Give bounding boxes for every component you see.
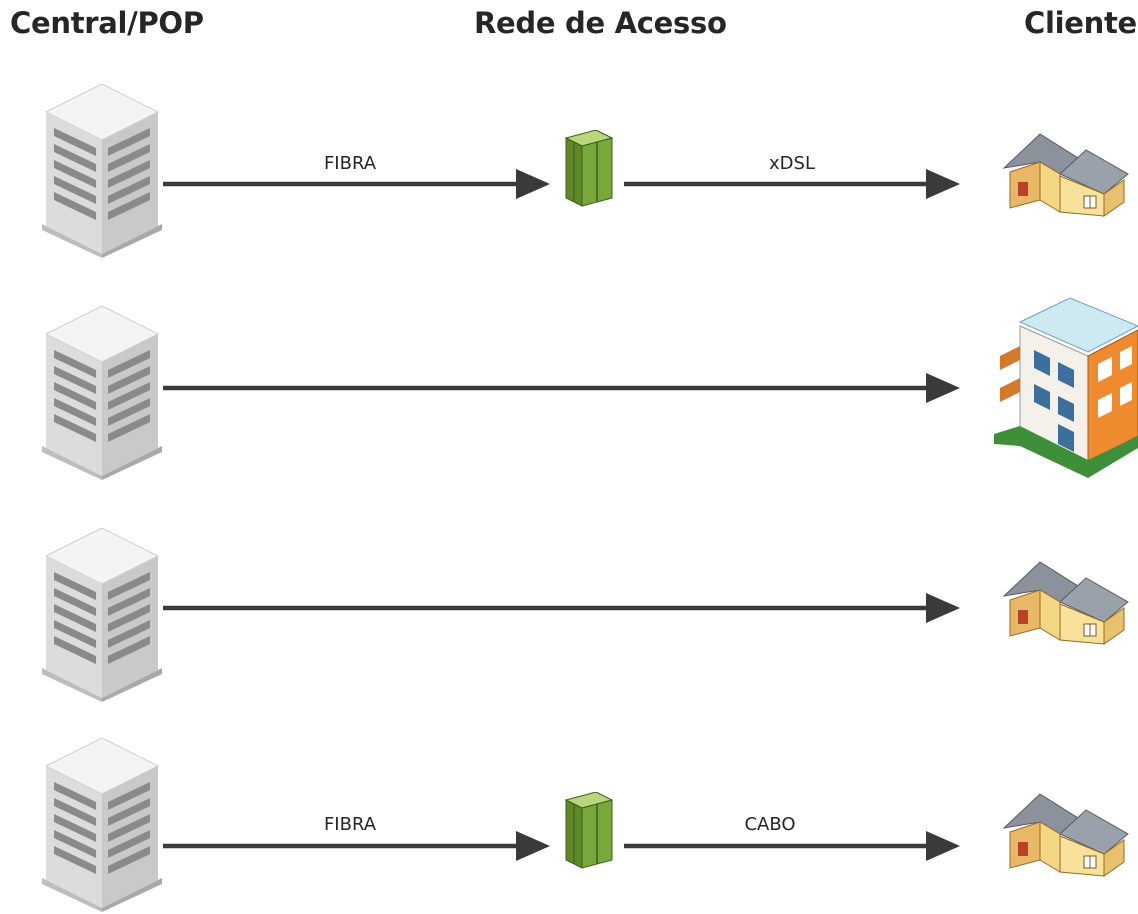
street-cabinet-icon: [564, 792, 614, 869]
house-icon: [1002, 133, 1129, 217]
row1-link1-label: FIBRA: [323, 153, 377, 174]
central-office-building-icon: [42, 528, 162, 702]
row4-link2-label: CABO: [744, 814, 796, 835]
house-icon: [1002, 793, 1129, 877]
central-office-building-icon: [42, 738, 162, 912]
central-office-building-icon: [42, 306, 162, 480]
arrow-central-to-cabinet: [163, 831, 550, 861]
header-client: Cliente: [1024, 6, 1137, 40]
row1-link2-label: xDSL: [769, 153, 815, 174]
arrow-cabinet-to-client: [624, 169, 960, 199]
central-office-building-icon: [42, 84, 162, 258]
header-access-network: Rede de Acesso: [474, 6, 727, 40]
row4-link1-label: FIBRA: [323, 814, 377, 835]
apartment-building-icon: [994, 297, 1138, 478]
header-central-pop: Central/POP: [10, 6, 204, 40]
house-icon: [1002, 561, 1129, 645]
arrow-central-to-client: [163, 373, 960, 403]
street-cabinet-icon: [564, 130, 614, 207]
arrow-cabinet-to-client: [624, 831, 960, 861]
arrow-central-to-client: [163, 593, 960, 623]
arrow-central-to-cabinet: [163, 169, 550, 199]
